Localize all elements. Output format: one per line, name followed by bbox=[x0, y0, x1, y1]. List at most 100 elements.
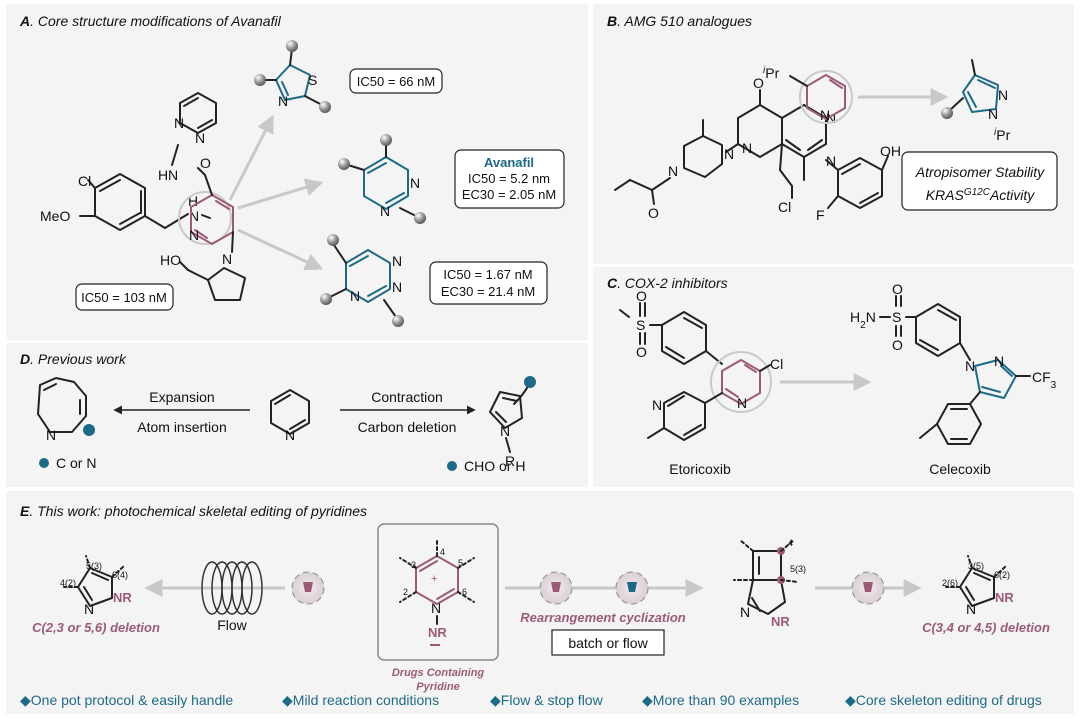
expansion-label: Expansion bbox=[149, 389, 214, 405]
right-pyrazole-product: N NR 3(5) 6(2) 2(6) bbox=[942, 555, 1014, 617]
center-pyridinium: N + NR 3 2 4 5 6 bbox=[399, 539, 475, 646]
lamp-icon-center-pink bbox=[539, 571, 573, 605]
atom-cl-b: Cl bbox=[778, 199, 791, 215]
parent-ic50-box bbox=[75, 283, 174, 311]
atom-h: H bbox=[188, 193, 198, 209]
cho-or-h-bullet bbox=[447, 461, 457, 471]
panel-b-bg bbox=[593, 4, 1074, 264]
feature-list: ◆One pot protocol & easily handle ◆Mild … bbox=[20, 692, 1042, 708]
ipr-pz: iPr bbox=[994, 127, 1011, 144]
cho-or-h-label: CHO or H bbox=[464, 458, 525, 474]
atom-n-triazine-c: N bbox=[350, 288, 360, 304]
amg510-structure: N N N O N iPr N N O Cl OH bbox=[614, 65, 901, 223]
atom-n-pym2: N bbox=[195, 130, 205, 146]
atom-n-b-pyridine: N bbox=[820, 107, 830, 123]
atom-s-etor: S bbox=[636, 317, 645, 333]
right-locant-b: 6(2) bbox=[994, 570, 1010, 580]
feature-item-2: ◆Flow & stop flow bbox=[490, 692, 604, 708]
atom-n-pip1: N bbox=[724, 146, 734, 162]
atom-s-cele: S bbox=[892, 309, 901, 325]
atom-h-amide: H bbox=[158, 167, 168, 183]
right-deletion-label: C(3,4 or 4,5) deletion bbox=[922, 620, 1050, 635]
kras-activity: KRASG12CActivity bbox=[926, 187, 1036, 204]
atom-o2-cele: O bbox=[892, 337, 903, 353]
panel-e-bg bbox=[6, 491, 1074, 714]
nr-right: NR bbox=[995, 590, 1014, 605]
feature-item-4: ◆Core skeleton editing of drugs bbox=[845, 692, 1042, 708]
lamp-icon-left bbox=[291, 571, 325, 605]
triazine-box bbox=[429, 261, 548, 305]
atom-meo: MeO bbox=[40, 208, 70, 224]
panel-e-title: E. This work: photochemical skeletal edi… bbox=[20, 503, 367, 519]
atom-cl-etor: Cl bbox=[770, 356, 783, 372]
contraction-label: Contraction bbox=[371, 389, 443, 405]
svg-text:+: + bbox=[431, 573, 437, 585]
atom-n-pyridine-d: N bbox=[285, 427, 295, 443]
panel-b-title: B. AMG 510 analogues bbox=[607, 13, 752, 29]
bicycle-locant-b: 5(3) bbox=[790, 564, 806, 574]
feature-item-3: ◆More than 90 examples bbox=[642, 692, 799, 708]
center-locant-5: 5 bbox=[458, 558, 463, 568]
feature-item-1: ◆Mild reaction conditions bbox=[282, 692, 439, 708]
atom-n-pyrrole-d: N bbox=[500, 423, 510, 439]
left-locant-c: 4(2) bbox=[60, 578, 76, 588]
ipr-b: iPr bbox=[763, 65, 780, 82]
atom-n-triazine-b: N bbox=[392, 279, 402, 295]
panel-d-title: D. Previous work bbox=[20, 351, 127, 367]
atom-o1-etor: O bbox=[636, 288, 647, 304]
nr-center: NR bbox=[428, 625, 447, 640]
atom-n-right-pz: N bbox=[966, 601, 976, 617]
atom-ho: HO bbox=[160, 252, 181, 268]
center-locant-4: 4 bbox=[440, 547, 445, 557]
left-deletion-label: C(2,3 or 5,6) deletion bbox=[32, 620, 160, 635]
atom-n-b1: N bbox=[826, 110, 836, 126]
avanafil-ic50: IC50 = 5.2 nm bbox=[468, 171, 550, 186]
center-locant-6: 6 bbox=[462, 587, 467, 597]
center-locant-2: 2 bbox=[403, 587, 408, 597]
nr-left: NR bbox=[113, 590, 132, 605]
atom-insertion-label: Atom insertion bbox=[137, 419, 226, 435]
ic50-thiazole-box bbox=[349, 68, 443, 94]
atom-n-cele2: N bbox=[994, 353, 1004, 369]
atom-nh: N bbox=[189, 208, 199, 224]
triazine-fragment: N N N bbox=[320, 234, 404, 327]
pyrimidine-fragment: N N bbox=[338, 134, 426, 224]
atom-o-b: O bbox=[753, 75, 764, 91]
atom-n-amide: N bbox=[168, 167, 178, 183]
bicyclic-intermediate: N NR 4 5(3) bbox=[733, 538, 806, 629]
atom-o-amide: O bbox=[200, 155, 211, 171]
c-or-n-label: C or N bbox=[56, 455, 96, 471]
drug-pyridine-box bbox=[377, 523, 499, 661]
atom-f: F bbox=[816, 207, 825, 223]
atom-n-pyrimidine-b: N bbox=[380, 203, 390, 219]
carbon-deletion-label: Carbon deletion bbox=[358, 419, 457, 435]
amg-property-box bbox=[901, 151, 1058, 211]
ic50-thiazole: IC50 = 66 nM bbox=[357, 74, 435, 89]
avanafil-ec30: EC30 = 2.05 nM bbox=[462, 187, 556, 202]
azepine-structure: N bbox=[37, 377, 95, 443]
flow-coil bbox=[201, 561, 263, 615]
flow-label: Flow bbox=[217, 617, 247, 633]
atom-n-pyrrolidine: N bbox=[222, 251, 232, 267]
pyrrole-structure-d: N R bbox=[489, 376, 536, 469]
triazine-ic50: IC50 = 1.67 nM bbox=[443, 267, 532, 282]
atom-n-b2: N bbox=[742, 140, 752, 156]
atom-r: R bbox=[505, 453, 515, 469]
rearrangement-label: Rearrangement cyclization bbox=[520, 610, 686, 625]
left-locant-b: 6(4) bbox=[112, 570, 128, 580]
lamp-icon-right bbox=[851, 571, 885, 605]
panel-c-title: C. COX-2 inhibitors bbox=[607, 275, 728, 291]
atom-n-bicycle: N bbox=[740, 604, 750, 620]
atom-n-b3: N bbox=[826, 153, 836, 169]
atom-oh: OH bbox=[880, 143, 901, 159]
drugs-containing-label: Drugs Containing bbox=[392, 667, 485, 679]
right-locant-a: 3(5) bbox=[968, 561, 984, 571]
atom-s: S bbox=[308, 72, 317, 88]
right-locant-c: 2(6) bbox=[942, 578, 958, 588]
panel-d-bg bbox=[6, 343, 588, 487]
panel-a-title: A. Core structure modifications of Avana… bbox=[19, 13, 282, 29]
avanafil-name: Avanafil bbox=[484, 155, 534, 170]
triazine-ec30: EC30 = 21.4 nM bbox=[441, 284, 535, 299]
atom-n-etor-core: N bbox=[737, 395, 747, 411]
